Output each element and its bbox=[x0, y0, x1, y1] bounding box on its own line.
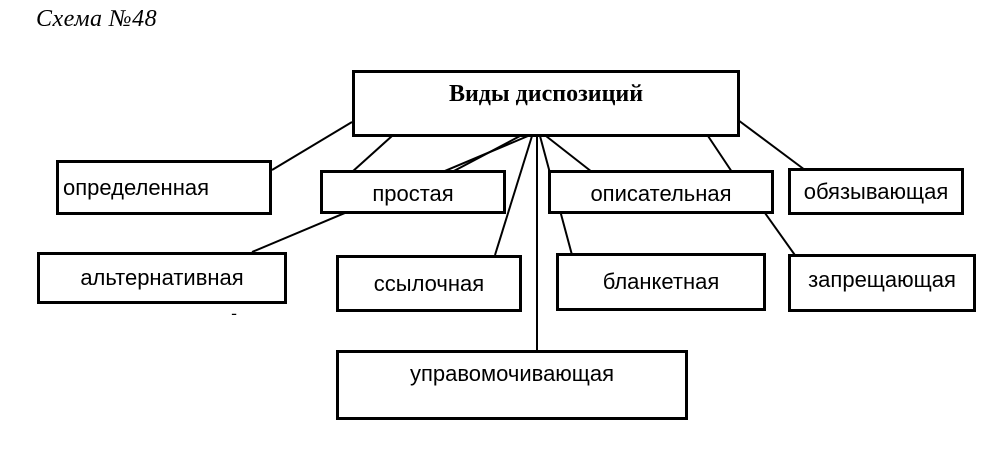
root-node: Виды диспозиций bbox=[352, 70, 740, 137]
node-obyazyvayushchaya: обязывающая bbox=[788, 168, 964, 215]
node-upravomochivayushchaya: управомочивающая bbox=[336, 350, 688, 420]
node-opisatelnaya: описательная bbox=[548, 170, 774, 214]
node-prostaya: простая bbox=[320, 170, 506, 214]
link-opisatelnaya-zapreshchayushchaya bbox=[759, 205, 798, 259]
link-root-opisatelnaya bbox=[545, 135, 593, 173]
node-blanketnaya: бланкетная bbox=[556, 253, 766, 311]
stray-mark: ـ bbox=[232, 303, 237, 319]
link-root-prostaya bbox=[351, 135, 393, 173]
link-root-obyazyvayushchaya bbox=[737, 119, 806, 171]
link-root-opredelennaya bbox=[271, 121, 353, 171]
node-ssylochnaya: ссылочная bbox=[336, 255, 522, 312]
node-alternativnaya: альтернативная bbox=[37, 252, 287, 304]
link-root-ssylochnaya bbox=[494, 135, 533, 256]
node-zapreshchayushchaya: запрещающая bbox=[788, 254, 976, 312]
node-opredelennaya: определенная bbox=[56, 160, 272, 215]
link-root-opisatelnaya-2 bbox=[707, 135, 733, 173]
diagram-caption: Схема №48 bbox=[36, 6, 158, 32]
